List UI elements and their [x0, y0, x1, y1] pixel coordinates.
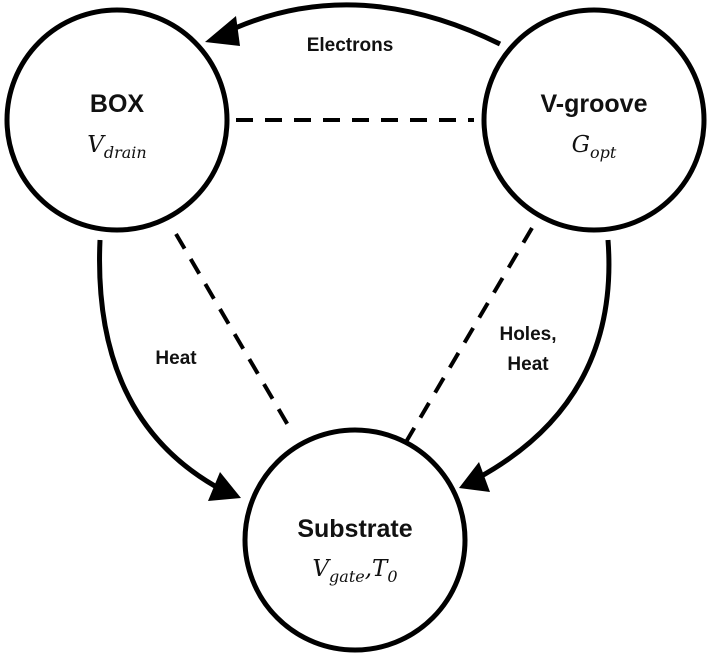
edge-label-heat-left: Heat — [155, 348, 197, 369]
node-substrate-variable: Vgate,T0 — [312, 556, 397, 586]
node-vgroove-circle — [481, 7, 707, 233]
dashed-link-box-substrate — [174, 232, 294, 434]
edge-label-holes-heat: Heat — [507, 354, 549, 375]
node-box-variable: Vdrain — [87, 132, 146, 162]
node-box-variable-main: V — [87, 132, 106, 158]
arrow-electrons — [216, 2, 502, 47]
node-box-variable-sub: drain — [104, 143, 147, 162]
node-vgroove-variable-sub: opt — [590, 143, 617, 162]
arrow-holes-heat — [476, 239, 612, 481]
node-substrate-variable-main2: T — [372, 556, 389, 582]
node-substrate-variable-sep: , — [365, 556, 372, 582]
arrow-heat-left — [97, 239, 224, 493]
arrowhead-electrons — [205, 16, 240, 46]
arrowhead-heat-left — [208, 472, 241, 501]
node-box-circle — [4, 7, 230, 233]
node-vgroove-variable-main: G — [572, 132, 590, 158]
node-substrate-circle — [242, 427, 468, 653]
node-substrate-variable-sub1: gate — [329, 567, 365, 586]
node-substrate-variable-sub2: 0 — [387, 567, 397, 586]
edge-label-holes: Holes, — [499, 324, 556, 345]
edge-label-electrons: Electrons — [307, 35, 394, 56]
arrowhead-holes-heat — [459, 462, 490, 492]
node-box-label: BOX — [90, 90, 145, 118]
dashed-link-vgroove-substrate — [404, 226, 534, 444]
node-substrate-variable-main1: V — [312, 556, 331, 582]
node-vgroove-label: V-groove — [541, 90, 648, 118]
node-substrate-label: Substrate — [297, 515, 412, 543]
node-vgroove-variable: Gopt — [572, 132, 617, 162]
